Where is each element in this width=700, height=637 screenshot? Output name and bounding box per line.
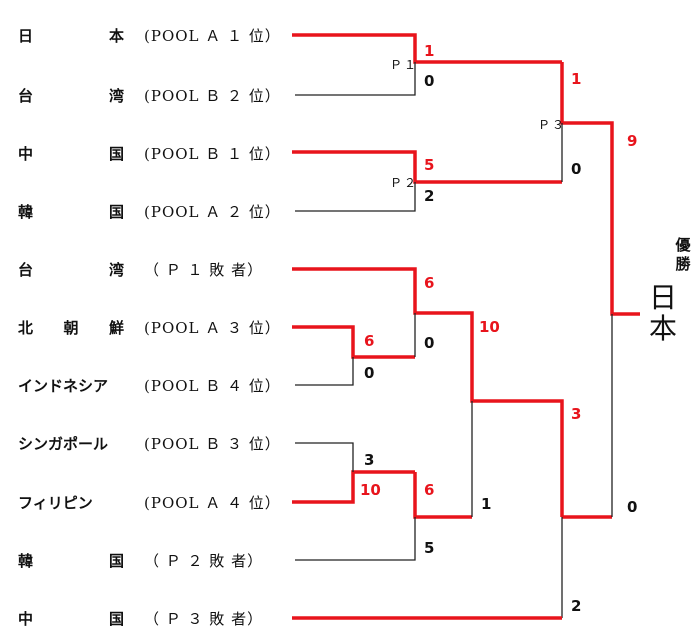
team-seed: （ Ｐ ２ 敗 者） — [144, 551, 264, 570]
p3-winner-line — [560, 62, 640, 316]
team-row-1: 日本 (POOL Ａ １ 位） — [18, 24, 288, 46]
score-p3-loser: 0 — [571, 160, 582, 178]
team-name: 韓国 — [18, 202, 124, 221]
p1-winner-line — [292, 33, 562, 64]
score-final-loser: 0 — [627, 498, 638, 516]
r4-loser-line — [295, 517, 416, 561]
score-r5-loser: 1 — [481, 495, 492, 513]
team-seed: (POOL Ｂ １ 位） — [144, 144, 281, 163]
score-r2-loser: 3 — [364, 451, 375, 469]
team-row-6: 北朝鮮 (POOL Ａ ３ 位） — [18, 316, 288, 338]
team-row-11: 中国 （ Ｐ ３ 敗 者） — [18, 607, 288, 629]
score-p2-winner: 5 — [424, 156, 435, 174]
score-p2-loser: 2 — [424, 187, 435, 205]
team-seed: (POOL Ｂ ２ 位） — [144, 86, 281, 105]
champion-label: 優勝 — [675, 236, 691, 273]
team-name: 台湾 — [18, 260, 124, 279]
team-name: 日本 — [18, 26, 124, 45]
p2-winner-line — [292, 150, 562, 184]
score-r3-winner: 6 — [424, 274, 435, 292]
team-seed: (POOL Ａ １ 位） — [144, 26, 281, 45]
team-row-8: シンガポール (POOL Ｂ ３ 位） — [18, 432, 288, 454]
team-name: 中国 — [18, 609, 124, 628]
score-r3-loser: 0 — [424, 334, 435, 352]
score-r4-winner: 6 — [424, 481, 435, 499]
pool-label-p2: Ｐ２ — [390, 176, 419, 190]
team-seed: （ Ｐ ３ 敗 者） — [144, 609, 264, 628]
score-r1-loser: 0 — [364, 364, 375, 382]
team-row-4: 韓国 (POOL Ａ ２ 位） — [18, 200, 288, 222]
team-row-3: 中国 (POOL Ｂ １ 位） — [18, 142, 288, 164]
score-final-winner: 9 — [627, 132, 638, 150]
pool-label-p1: Ｐ１ — [390, 58, 419, 72]
team-row-2: 台湾 (POOL Ｂ ２ 位） — [18, 84, 288, 106]
team-seed: (POOL Ａ ４ 位） — [144, 493, 281, 512]
team-name: フィリピン — [18, 493, 93, 512]
team-seed: (POOL Ｂ ３ 位） — [144, 434, 281, 453]
r1-loser-line — [295, 357, 354, 386]
team-name: 台湾 — [18, 86, 124, 105]
team-row-10: 韓国 （ Ｐ ２ 敗 者） — [18, 549, 288, 571]
score-r4-loser: 5 — [424, 539, 435, 557]
team-row-9: フィリピン (POOL Ａ ４ 位） — [18, 491, 288, 513]
score-p3-winner: 1 — [571, 70, 582, 88]
score-r5-winner: 10 — [479, 318, 500, 336]
team-seed: (POOL Ａ ３ 位） — [144, 318, 281, 337]
score-p1-loser: 0 — [424, 72, 435, 90]
p1-loser-line — [295, 62, 416, 96]
team-seed: (POOL Ａ ２ 位） — [144, 202, 281, 221]
r3-winner-line — [292, 267, 564, 517]
r2-winner-line — [292, 470, 415, 504]
pool-label-p3: Ｐ３ — [538, 118, 567, 132]
score-r6-loser: 2 — [571, 597, 582, 615]
score-r1-winner: 6 — [364, 332, 375, 350]
team-name: 中国 — [18, 144, 124, 163]
r2-loser-line — [295, 442, 354, 472]
team-name: インドネシア — [18, 376, 109, 395]
team-row-5: 台湾 （ Ｐ １ 敗 者） — [18, 258, 288, 280]
team-name: 北朝鮮 — [18, 318, 124, 337]
team-seed: （ Ｐ １ 敗 者） — [144, 260, 264, 279]
team-row-7: インドネシア (POOL Ｂ ４ 位） — [18, 374, 288, 396]
champion-name: 日本 — [648, 281, 677, 345]
r1-winner-line — [292, 325, 415, 359]
team-seed: (POOL Ｂ ４ 位） — [144, 376, 281, 395]
score-r2-winner: 10 — [360, 481, 381, 499]
score-r6-winner: 3 — [571, 405, 582, 423]
team-name: シンガポール — [18, 434, 109, 453]
p2-loser-line — [295, 182, 416, 212]
team-name: 韓国 — [18, 551, 124, 570]
score-p1-winner: 1 — [424, 42, 435, 60]
